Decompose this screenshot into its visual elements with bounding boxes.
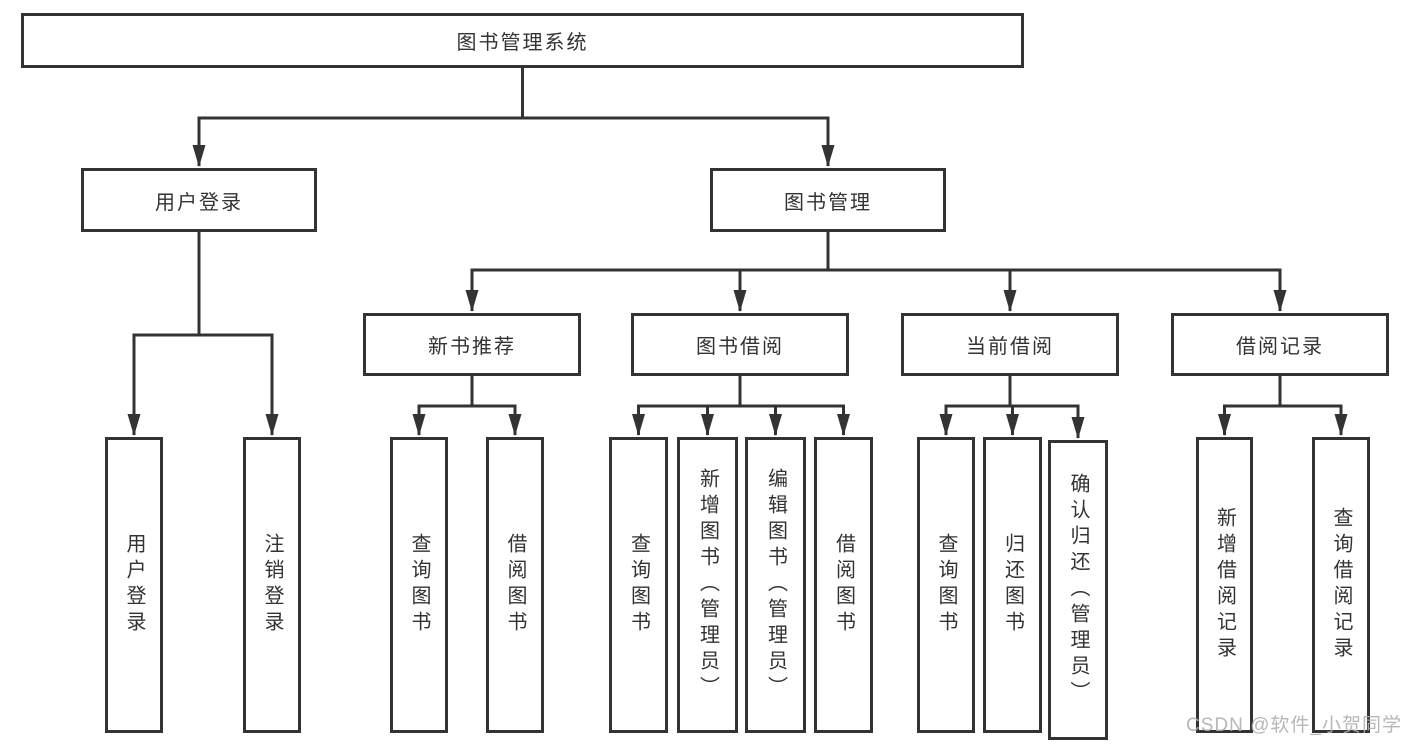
- node-label: 当前借阅: [966, 336, 1054, 358]
- node-label: 确认归还（管理员）: [1067, 473, 1089, 707]
- leaf-bb-edit-books-admin: 编辑图书（管理员）: [745, 437, 806, 733]
- node-new-book-recommendation: 新书推荐: [363, 313, 581, 376]
- leaf-cb-query-books: 查询图书: [917, 437, 975, 733]
- csdn-watermark: CSDN @软件_小贺同学: [1186, 715, 1402, 736]
- node-label: 图书借阅: [696, 336, 784, 358]
- node-label: 新增借阅记录: [1213, 507, 1236, 663]
- node-borrowing-records: 借阅记录: [1171, 313, 1389, 376]
- node-label: 用户登录: [155, 191, 243, 214]
- node-label: 借阅图书: [832, 533, 855, 637]
- node-label: 查询图书: [627, 533, 650, 637]
- leaf-bb-borrow-books: 借阅图书: [814, 437, 873, 733]
- node-label: 查询图书: [935, 533, 957, 637]
- node-label: 查询图书: [408, 533, 430, 637]
- leaf-bb-add-books-admin: 新增图书（管理员）: [677, 437, 738, 733]
- node-user-login: 用户登录: [81, 168, 317, 232]
- node-label: 用户登录: [123, 533, 145, 637]
- node-book-management: 图书管理: [710, 168, 946, 232]
- node-label: 编辑图书（管理员）: [764, 468, 787, 702]
- node-label: 借阅图书: [504, 533, 526, 637]
- leaf-br-add-borrow-record: 新增借阅记录: [1196, 437, 1253, 733]
- leaf-user-login: 用户登录: [105, 437, 163, 733]
- node-label: 查询借阅记录: [1330, 507, 1352, 663]
- node-label: 归还图书: [1001, 533, 1024, 637]
- node-book-borrowing: 图书借阅: [631, 313, 849, 376]
- leaf-cb-confirm-return-admin: 确认归还（管理员）: [1048, 440, 1108, 740]
- node-library-system: 图书管理系统: [21, 13, 1024, 68]
- node-label: 图书管理: [784, 191, 872, 214]
- leaf-cb-return-books: 归还图书: [983, 437, 1042, 733]
- node-label: 借阅记录: [1236, 336, 1324, 358]
- leaf-logout: 注销登录: [243, 437, 301, 733]
- leaf-br-query-borrow-record: 查询借阅记录: [1312, 437, 1370, 733]
- leaf-bb-query-books: 查询图书: [609, 437, 668, 733]
- node-label: 新增图书（管理员）: [696, 468, 719, 702]
- node-label: 新书推荐: [428, 336, 516, 358]
- node-current-borrowing: 当前借阅: [901, 313, 1119, 376]
- node-label: 图书管理系统: [456, 32, 589, 54]
- leaf-nb-borrow-books: 借阅图书: [486, 437, 544, 733]
- leaf-nb-query-books: 查询图书: [390, 437, 448, 733]
- node-label: 注销登录: [261, 533, 283, 637]
